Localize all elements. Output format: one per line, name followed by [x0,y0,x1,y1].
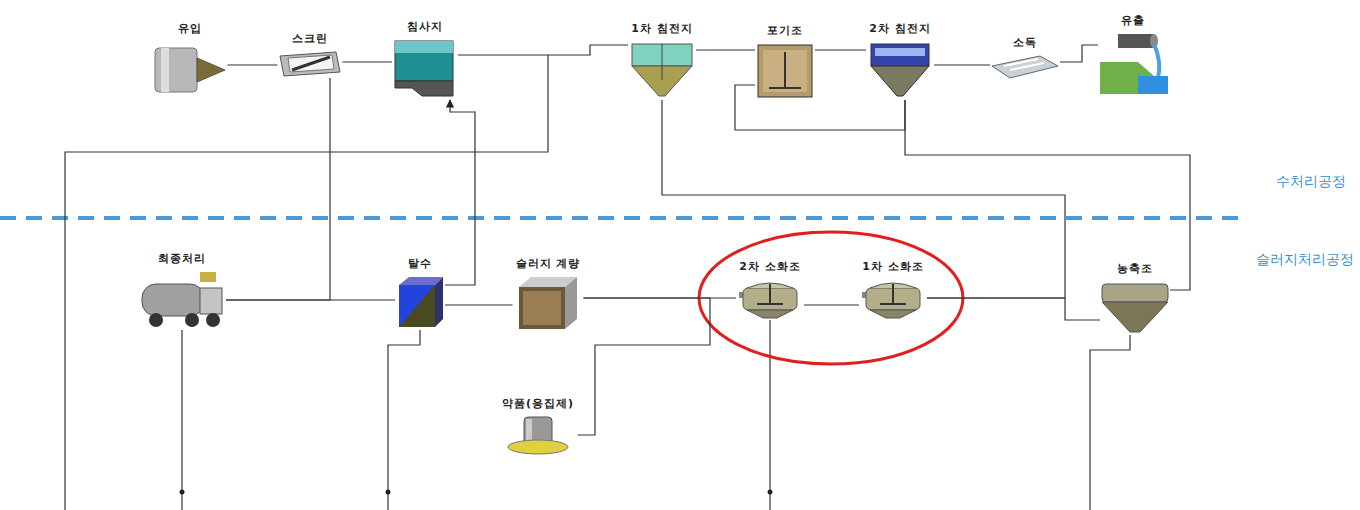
flow-line [804,304,859,305]
section-label: 수처리공정 [1276,172,1346,190]
truck-icon [138,270,226,330]
clarifier-icon [869,40,931,100]
process-unit: 2차 소화조 [736,260,804,320]
drain-line [1090,335,1130,510]
process-unit: 1차 침전지 [628,22,696,100]
drain-line [181,330,182,510]
flow-line [1060,45,1098,62]
sludge-meter-icon [515,275,581,331]
divider-line [0,216,1245,220]
unit-label: 2차 침전지 [866,22,934,40]
digester-icon [739,278,801,320]
unit-label: 유출 [1098,14,1168,32]
process-unit: 스크린 [278,32,343,78]
unit-label: 2차 소화조 [736,260,804,278]
disinfection-icon [990,54,1060,80]
outlet-icon [1098,32,1168,95]
unit-label: 약품(응집제) [499,397,578,415]
unit-label: 소독 [990,36,1060,54]
inlet-pipe-icon [153,40,228,100]
grit-chamber-icon [392,38,458,100]
return-line [65,55,548,510]
process-unit: 1차 소화조 [859,260,927,320]
section-label: 슬러지처리공정 [1256,250,1354,268]
flow-line [662,100,1065,298]
flow-line [445,304,513,305]
unit-label: 탈수 [395,257,445,275]
process-unit: 유입 [153,22,228,100]
process-unit: 2차 침전지 [866,22,934,100]
unit-label: 침사지 [392,20,458,38]
process-unit: 최종처리 [138,252,226,330]
unit-label: 1차 소화조 [859,260,927,278]
chemical-tank-icon [506,415,571,455]
screen-icon [278,50,343,78]
flow-line [578,298,711,435]
highlight-ellipse [699,232,963,364]
unit-label: 농축조 [1100,262,1170,280]
junction-dot [768,490,773,495]
flow-line [228,64,278,65]
drain-line [769,320,770,510]
flow-line [696,49,755,50]
drain-line [388,330,420,510]
process-unit: 탈수 [395,257,445,330]
process-unit: 농축조 [1100,262,1170,335]
flow-line [445,100,475,285]
process-unit: 침사지 [392,20,458,100]
unit-label: 1차 침전지 [628,22,696,40]
flow-line [343,61,393,62]
unit-label: 유입 [153,22,228,40]
flow-line [458,45,628,55]
clarifier-icon [629,40,695,100]
process-unit: 약품(응집제) [499,397,578,455]
aeration-tank-icon [755,42,815,100]
unit-label: 포기조 [755,24,815,42]
digester-icon [862,278,924,320]
process-unit: 소독 [990,36,1060,80]
unit-label: 최종처리 [138,252,226,270]
flow-line [815,49,866,50]
flow-line [226,78,330,300]
junction-dot [180,490,185,495]
process-unit: 슬러지 계량 [513,257,584,331]
unit-label: 스크린 [278,32,343,50]
process-unit: 포기조 [755,24,815,100]
flow-line [934,64,990,65]
unit-label: 슬러지 계량 [513,257,584,275]
junction-dot [386,490,391,495]
process-unit: 유출 [1098,14,1168,95]
flow-line [927,298,1100,320]
thickener-icon [1100,280,1170,335]
dewatering-icon [395,275,445,330]
